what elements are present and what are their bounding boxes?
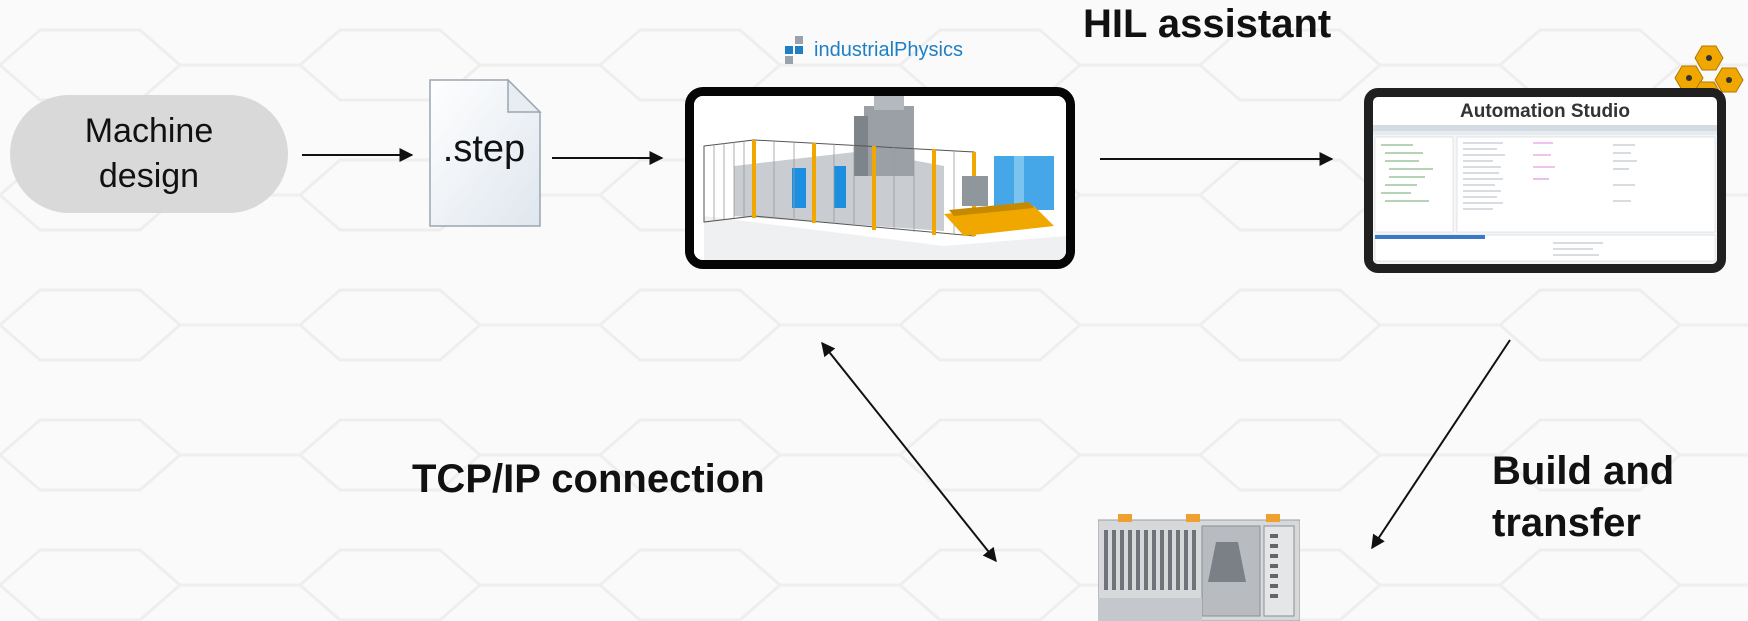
industrialphysics-brand-text: industrialPhysics	[814, 38, 963, 61]
build-line1: Build and	[1492, 449, 1675, 493]
industrialphysics-simulation-frame	[685, 87, 1075, 269]
automation-studio-screenshot	[1373, 125, 1717, 264]
step-file-label: .step	[442, 128, 526, 170]
industrialphysics-logo	[785, 36, 803, 64]
build-and-transfer-label: Build and transfer	[1492, 445, 1674, 549]
plc-controller-icon	[1098, 514, 1300, 621]
industrialphysics-brand: industrialPhysics	[783, 36, 963, 64]
machine-design-line1: Machine	[84, 112, 214, 150]
arrow-studio-to-plc	[1371, 339, 1511, 550]
automation-studio-title: Automation Studio	[1460, 101, 1630, 122]
hil-assistant-label: HIL assistant	[1083, 2, 1332, 46]
build-line2: transfer	[1492, 501, 1641, 545]
document-icon	[429, 78, 542, 227]
machine-design-line2: design	[98, 157, 200, 195]
tcp-ip-connection-label: TCP/IP connection	[412, 457, 765, 501]
machine-simulation-image	[694, 96, 1066, 260]
machine-design-node: Machine design	[10, 95, 288, 213]
automation-studio-frame: Automation Studio	[1364, 88, 1726, 273]
arrow-tcp-bidirectional	[821, 341, 997, 563]
